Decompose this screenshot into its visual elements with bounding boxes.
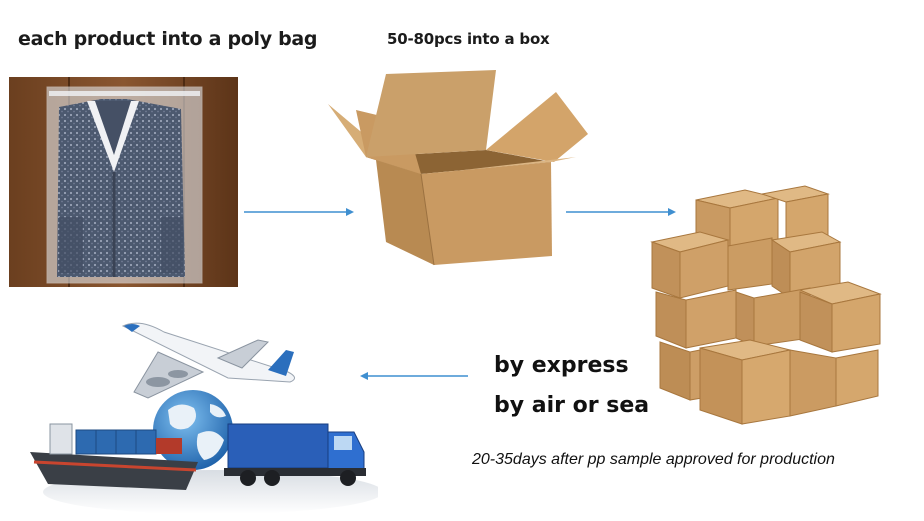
logistics-illustration bbox=[30, 322, 378, 514]
box-stack-photo bbox=[650, 185, 882, 425]
arrow-right-1 bbox=[244, 208, 354, 216]
arrow-left bbox=[360, 372, 468, 380]
truck-icon bbox=[224, 423, 366, 486]
shipping-method-express: by express bbox=[494, 353, 629, 378]
globe-icon bbox=[153, 390, 233, 470]
lead-time-note: 20-35days after pp sample approved for p… bbox=[472, 451, 835, 468]
box-caption: 50-80pcs into a box bbox=[387, 30, 550, 48]
shipping-method-air-sea: by air or sea bbox=[494, 393, 650, 418]
open-box-photo bbox=[328, 70, 588, 266]
polybag-photo bbox=[9, 77, 238, 287]
cargo-ship-icon bbox=[30, 423, 198, 490]
polybag-caption: each product into a poly bag bbox=[18, 28, 318, 50]
airplane-icon bbox=[121, 322, 295, 399]
arrow-right-2 bbox=[566, 208, 676, 216]
